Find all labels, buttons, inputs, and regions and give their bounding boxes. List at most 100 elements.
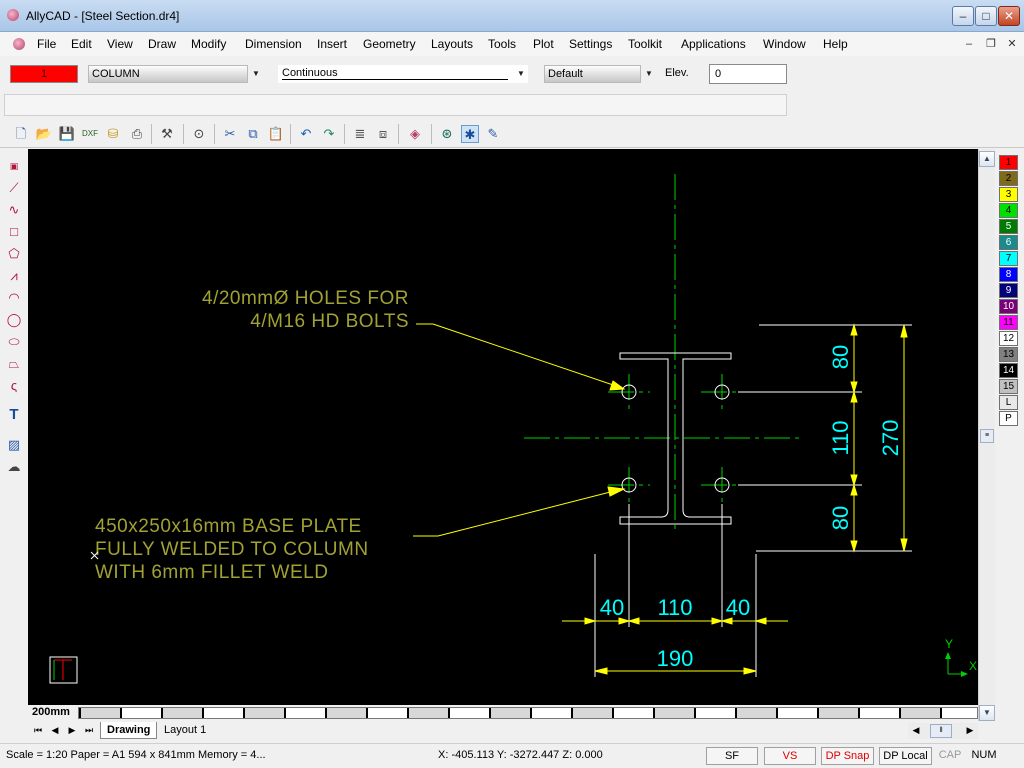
snap-icon[interactable]: ⊛: [441, 126, 453, 141]
redo-icon[interactable]: ↷: [323, 126, 335, 141]
scroll-down-icon[interactable]: ▼: [979, 705, 995, 721]
grid-toggle-icon[interactable]: ✱: [461, 125, 479, 143]
curve-tool-icon[interactable]: ⩘: [10, 268, 18, 283]
vs-toggle[interactable]: VS: [764, 747, 816, 765]
elev-input[interactable]: 0: [709, 64, 787, 84]
dp-snap-toggle[interactable]: DP Snap: [821, 747, 874, 765]
layer-combo[interactable]: COLUMN: [88, 65, 248, 83]
open-folder-icon[interactable]: 📂: [35, 126, 53, 141]
mdi-minimize-button[interactable]: –: [965, 38, 973, 50]
palette-color-15[interactable]: 15: [999, 379, 1018, 394]
palette-color-2[interactable]: 2: [999, 171, 1018, 186]
hatch-tool-icon[interactable]: ▨: [7, 437, 21, 452]
hammer-icon[interactable]: ⚒: [161, 126, 173, 141]
undo-icon[interactable]: ↶: [300, 126, 312, 141]
color-selector[interactable]: 1: [10, 65, 78, 83]
palette-color-12[interactable]: 12: [999, 331, 1018, 346]
palette-color-1[interactable]: 1: [999, 155, 1018, 170]
scroll-left-icon[interactable]: ◀: [912, 725, 920, 735]
drawing-canvas[interactable]: 4/20mmØ HOLES FOR 4/M16 HD BOLTS 450x250…: [28, 149, 978, 705]
menu-modify[interactable]: Modify: [191, 37, 227, 51]
circle-tool-icon[interactable]: ◯: [6, 312, 22, 327]
menu-tools[interactable]: Tools: [488, 37, 517, 51]
spline-tool-icon[interactable]: ς: [10, 378, 18, 393]
menu-dimension[interactable]: Dimension: [245, 37, 302, 51]
first-tab-icon[interactable]: ⏮: [33, 725, 43, 735]
command-line[interactable]: [4, 94, 787, 116]
palette-color-pen[interactable]: P: [999, 411, 1018, 426]
mdi-close-button[interactable]: ✕: [1007, 38, 1017, 50]
layers-icon[interactable]: ≣: [354, 126, 366, 141]
tab-layout-1[interactable]: Layout 1: [164, 724, 207, 736]
vertical-scrollbar[interactable]: ▲ ≡ ▼: [978, 149, 995, 721]
menu-layouts[interactable]: Layouts: [431, 37, 474, 51]
mdi-restore-button[interactable]: ❐: [986, 38, 996, 50]
new-file-icon[interactable]: 🗋: [15, 126, 27, 141]
horizontal-scrollbar[interactable]: ◀ ⦀ ▶: [908, 723, 978, 739]
palette-color-7[interactable]: 7: [999, 251, 1018, 266]
palette-color-layer[interactable]: L: [999, 395, 1018, 410]
copy-icon[interactable]: ⧉: [248, 126, 258, 141]
menu-settings[interactable]: Settings: [569, 37, 613, 51]
menu-draw[interactable]: Draw: [148, 37, 177, 51]
minimize-button[interactable]: –: [952, 6, 974, 26]
palette-color-9[interactable]: 9: [999, 283, 1018, 298]
layer-dropdown-arrow-icon[interactable]: ▼: [252, 69, 260, 78]
linetype-combo[interactable]: Continuous: [278, 65, 528, 83]
polygon-tool-icon[interactable]: ⬠: [8, 246, 20, 261]
palette-color-10[interactable]: 10: [999, 299, 1018, 314]
allycad-logo-icon[interactable]: ◈: [410, 126, 420, 141]
close-button[interactable]: ✕: [998, 6, 1020, 26]
polyline-tool-icon[interactable]: ⟋: [9, 180, 19, 195]
export-icon[interactable]: ⛁: [107, 126, 119, 141]
dp-local-toggle[interactable]: DP Local: [879, 747, 932, 765]
arc3-tool-icon[interactable]: ◠: [8, 290, 20, 305]
cut-icon[interactable]: ✂: [224, 126, 236, 141]
style-combo[interactable]: Default: [544, 65, 641, 83]
menu-view[interactable]: View: [107, 37, 133, 51]
allycad-app-icon[interactable]: [7, 9, 19, 21]
document-icon[interactable]: [13, 38, 25, 50]
cloud-tool-icon[interactable]: ☁: [7, 459, 21, 474]
menu-edit[interactable]: Edit: [71, 37, 92, 51]
scroll-thumb[interactable]: ≡: [980, 429, 994, 443]
trapezoid-tool-icon[interactable]: ⏢: [8, 356, 20, 371]
rectangle-tool-icon[interactable]: □: [10, 224, 18, 239]
menu-plot[interactable]: Plot: [533, 37, 554, 51]
palette-color-6[interactable]: 6: [999, 235, 1018, 250]
print-icon[interactable]: ⎙: [131, 126, 143, 141]
maximize-button[interactable]: □: [975, 6, 997, 26]
palette-color-14[interactable]: 14: [999, 363, 1018, 378]
last-tab-icon[interactable]: ⏭: [84, 725, 94, 735]
paste-icon[interactable]: 📋: [267, 126, 285, 141]
sf-toggle[interactable]: SF: [706, 747, 758, 765]
save-icon[interactable]: 💾: [58, 126, 76, 141]
style-dropdown-arrow-icon[interactable]: ▼: [645, 69, 653, 78]
menu-insert[interactable]: Insert: [317, 37, 348, 51]
menu-toolkit[interactable]: Toolkit: [628, 37, 663, 51]
palette-color-13[interactable]: 13: [999, 347, 1018, 362]
save-dxf-icon[interactable]: DXF: [82, 129, 98, 138]
palette-color-3[interactable]: 3: [999, 187, 1018, 202]
scroll-right-icon[interactable]: ▶: [966, 725, 974, 735]
arc-tool-icon[interactable]: ∿: [8, 202, 20, 217]
palette-color-5[interactable]: 5: [999, 219, 1018, 234]
linetype-dropdown-arrow-icon[interactable]: ▼: [517, 69, 525, 78]
next-tab-icon[interactable]: ▶: [68, 725, 76, 735]
menu-window[interactable]: Window: [763, 37, 806, 51]
palette-color-8[interactable]: 8: [999, 267, 1018, 282]
zoom-window-icon[interactable]: ⊙: [193, 126, 205, 141]
palette-color-4[interactable]: 4: [999, 203, 1018, 218]
scroll-up-icon[interactable]: ▲: [979, 151, 995, 167]
menu-help[interactable]: Help: [823, 37, 848, 51]
menu-applications[interactable]: Applications: [681, 37, 746, 51]
menu-geometry[interactable]: Geometry: [363, 37, 416, 51]
text-tool-icon[interactable]: T: [9, 406, 19, 423]
palette-color-11[interactable]: 11: [999, 315, 1018, 330]
point-tool-icon[interactable]: ▣: [9, 161, 19, 171]
layer-manager-icon[interactable]: ⧈: [378, 126, 388, 141]
menu-file[interactable]: File: [37, 37, 57, 51]
edit-notes-icon[interactable]: ✎: [487, 126, 499, 141]
hscroll-thumb[interactable]: ⦀: [930, 724, 952, 738]
tab-drawing[interactable]: Drawing: [100, 722, 158, 739]
